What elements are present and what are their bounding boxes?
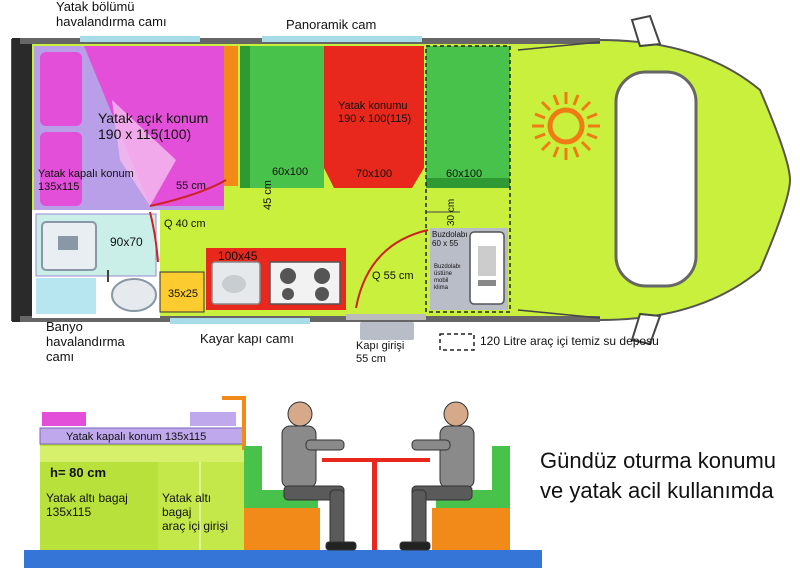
label-dim-45cm: 45 cm [262,180,274,210]
label-bath-window: Banyo havalandırma camı [46,319,125,364]
person-right [399,401,475,551]
label-side-storage-left: Yatak altı bagaj 135x115 [46,491,128,519]
pillow-left [42,412,86,426]
rear-wall [12,38,32,322]
pillow-right [190,412,236,426]
label-caption: Gündüz oturma konumu ve yatak acil kulla… [540,448,777,503]
label-side-height: h= 80 cm [50,465,107,480]
toilet [111,278,157,312]
person-left [281,401,357,551]
label-seat-middle: 70x100 [356,168,393,180]
bed-open-magenta [84,46,224,206]
bench-left-base [244,508,320,550]
label-side-bed-closed: Yatak kapalı konum 135x115 [66,431,207,443]
table-leg [372,462,377,550]
label-dim-55cm: 55 cm [176,180,206,192]
label-top-window-center: Panoramik cam [286,17,377,32]
side-view-drawing [24,396,542,568]
label-dim-30cm: 30 cm [446,198,457,226]
door-entry-marker [360,322,414,340]
seat-right [426,46,510,188]
label-slide-window: Kayar kapı camı [200,331,294,346]
table-top [322,458,430,462]
backrest [222,396,246,450]
pillow-top [40,52,82,126]
partition-orange [224,46,238,186]
label-dim-q40: Q 40 cm [164,218,206,230]
gas-stove [269,261,341,305]
slide-window-strip [170,318,310,324]
label-dim-q55: Q 55 cm [372,270,414,282]
seat-middle-red [324,46,424,188]
label-fridge-ac: Buzdolabı üstüne mobil klima [434,264,461,291]
label-storage: 35x25 [168,288,198,300]
label-top-window-left: Yatak bölümü havalandırma camı [56,0,167,29]
rear-window-strip [80,36,200,42]
label-sink: 100x45 [218,249,258,263]
label-seat-right: 60x100 [446,168,483,180]
label-shower: 90x70 [110,235,143,249]
label-seat-left: 60x100 [272,166,309,178]
label-bed-closed: Yatak kapalı konum 135x115 [38,168,134,193]
windshield [614,70,698,288]
bench-right-base [432,508,510,550]
pillow-bottom [40,132,82,206]
seat-left [240,46,324,188]
floor-plan-drawing [11,14,792,351]
sun-icon [532,92,600,160]
floor-strip [24,550,542,568]
mirror-bottom [630,312,662,346]
legend-dashed-box [439,333,475,351]
label-side-storage-right: Yatak altı bagaj araç içi girişi [162,491,229,533]
label-water-tank: 120 Litre araç içi temiz su deposu [480,334,659,348]
label-fridge: Buzdolabı 60 x 55 [432,230,468,249]
mirror-top [630,14,662,48]
label-bed-position: Yatak konumu 190 x 100(115) [338,100,412,125]
door-bar [346,314,426,320]
label-bed-open: Yatak açık konum 190 x 115(100) [98,110,209,143]
storage-box [159,271,205,313]
label-door-entry: Kapı girişi 55 cm [356,340,405,365]
water-tank-outline [425,45,511,313]
panoramic-window-strip [262,36,422,42]
